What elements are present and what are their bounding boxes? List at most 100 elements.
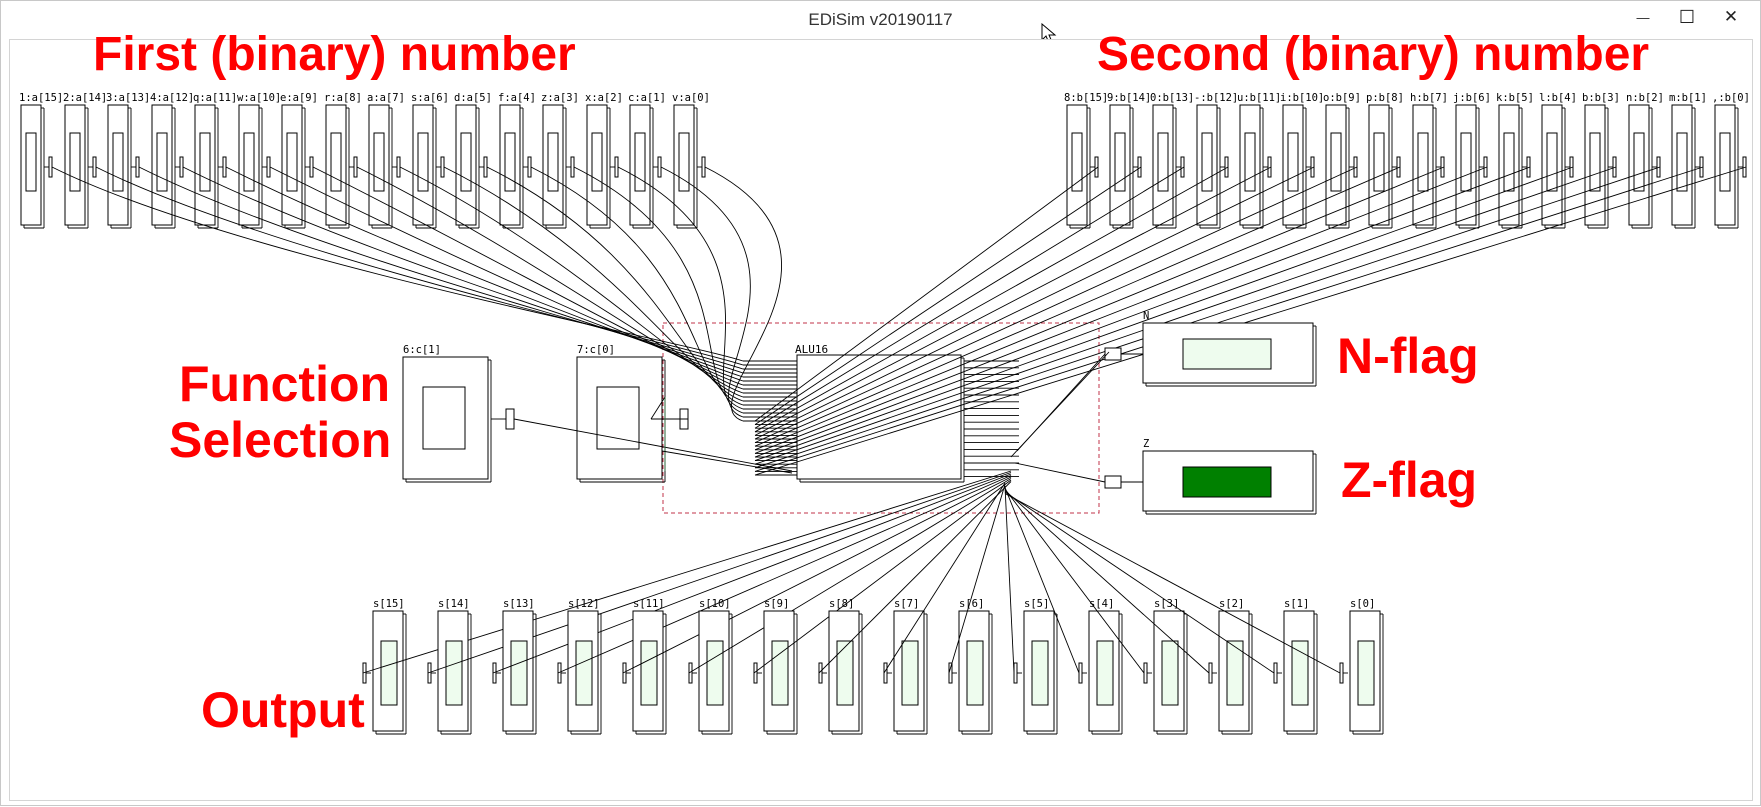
a-input-wire (312, 166, 744, 386)
a-input-label: e:a[9] (280, 92, 318, 104)
a-input-pin-tab (614, 156, 619, 178)
a-input-pin-tab (48, 156, 53, 178)
output-led (575, 640, 593, 706)
maximize-button[interactable]: ☐ (1665, 3, 1709, 31)
b-input-knob (1417, 132, 1429, 192)
output-wire (1004, 490, 1210, 674)
output-pin-tab (1013, 662, 1018, 684)
b-input-knob (1589, 132, 1601, 192)
n-flag-label: N (1143, 310, 1149, 322)
output-led (1291, 640, 1309, 706)
function-annotation-line2: Selection (169, 412, 392, 468)
alu16-block[interactable] (796, 354, 962, 480)
output-wire (948, 484, 1006, 674)
close-button[interactable]: ✕ (1709, 3, 1753, 31)
a-input-label: d:a[5] (454, 92, 492, 104)
function-input-pin-tab (505, 408, 515, 430)
b-input-label: n:b[2] (1626, 92, 1664, 104)
a-input-wire (399, 166, 744, 394)
b-input-knob (1071, 132, 1083, 192)
selection-rectangle (662, 322, 1100, 514)
a-input-knob (417, 132, 429, 192)
output-label: s[0] (1350, 598, 1375, 610)
b-input-label: j:b[6] (1453, 92, 1491, 104)
a-input-label: x:a[2] (585, 92, 623, 104)
a-input-pin-tab (309, 156, 314, 178)
a-input-wire (660, 166, 751, 418)
output-label: s[2] (1219, 598, 1244, 610)
b-input-wire (754, 166, 1315, 440)
title-bar[interactable]: EDiSim v20190117 — ☐ ✕ (1, 1, 1760, 39)
function-input-label: 7:c[0] (577, 344, 615, 356)
output-led (836, 640, 854, 706)
minimize-button[interactable]: — (1621, 3, 1665, 31)
window-title: EDiSim v20190117 (808, 10, 953, 29)
output-label: s[5] (1024, 598, 1049, 610)
a-input-label: a:a[7] (367, 92, 405, 104)
function-wire (513, 418, 793, 472)
a-input-pin-tab (135, 156, 140, 178)
a-input-knob (286, 132, 298, 192)
a-input-knob (330, 132, 342, 192)
a-input-wire (269, 166, 744, 382)
a-input-pin-tab (527, 156, 532, 178)
output-wire (688, 478, 1012, 674)
b-input-wire (754, 166, 1185, 429)
z-flag-wire (1014, 462, 1106, 483)
output-wire (753, 479, 1012, 674)
a-input-wire (51, 166, 744, 362)
z-flag-pin (1104, 475, 1122, 489)
b-input-label: -:b[12] (1194, 92, 1238, 104)
a-input-pin-tab (483, 156, 488, 178)
b-input-knob (1244, 132, 1256, 192)
function-input-knob (422, 386, 466, 450)
b-input-wire (754, 166, 1531, 458)
b-input-label: i:b[10] (1280, 92, 1324, 104)
minimize-icon: — (1636, 9, 1650, 25)
z-flag-annotation: Z-flag (1341, 452, 1478, 508)
a-input-knob (25, 132, 37, 192)
output-led (1226, 640, 1244, 706)
function-wire (661, 450, 793, 474)
b-input-wire (754, 166, 1142, 425)
b-input-wire (754, 166, 1401, 447)
b-input-wire (754, 166, 1617, 465)
output-pin-tab (1143, 662, 1148, 684)
a-input-pin-tab (396, 156, 401, 178)
a-input-label: v:a[0] (672, 92, 710, 104)
output-led (380, 640, 398, 706)
output-led (1161, 640, 1179, 706)
b-input-label: m:b[1] (1669, 92, 1707, 104)
a-input-knob (373, 132, 385, 192)
b-input-label: 9:b[14] (1107, 92, 1151, 104)
a-input-label: 2:a[14] (63, 92, 107, 104)
a-input-label: z:a[3] (541, 92, 579, 104)
output-pin-tab (1208, 662, 1213, 684)
a-input-knob (112, 132, 124, 192)
output-pin-tab (1078, 662, 1083, 684)
b-input-knob (1114, 132, 1126, 192)
second-number-annotation: Second (binary) number (1097, 28, 1650, 81)
output-led (771, 640, 789, 706)
b-input-wire (754, 166, 1358, 444)
a-input-knob (678, 132, 690, 192)
a-input-wire (182, 166, 744, 374)
b-input-wire (754, 166, 1661, 469)
b-input-knob (1546, 132, 1558, 192)
a-input-wire (573, 166, 744, 410)
z-flag-label: Z (1143, 438, 1149, 450)
output-wire (818, 481, 1012, 674)
z-flag-led (1182, 466, 1272, 498)
a-input-knob (69, 132, 81, 192)
b-input-label: p:b[8] (1366, 92, 1404, 104)
b-input-wire (754, 166, 1099, 422)
a-input-knob (504, 132, 516, 192)
b-input-label: o:b[9] (1323, 92, 1361, 104)
b-input-wire (754, 166, 1574, 462)
b-input-knob (1287, 132, 1299, 192)
b-input-knob (1157, 132, 1169, 192)
output-wire (1004, 487, 1080, 674)
function-input-label: 6:c[1] (403, 344, 441, 356)
